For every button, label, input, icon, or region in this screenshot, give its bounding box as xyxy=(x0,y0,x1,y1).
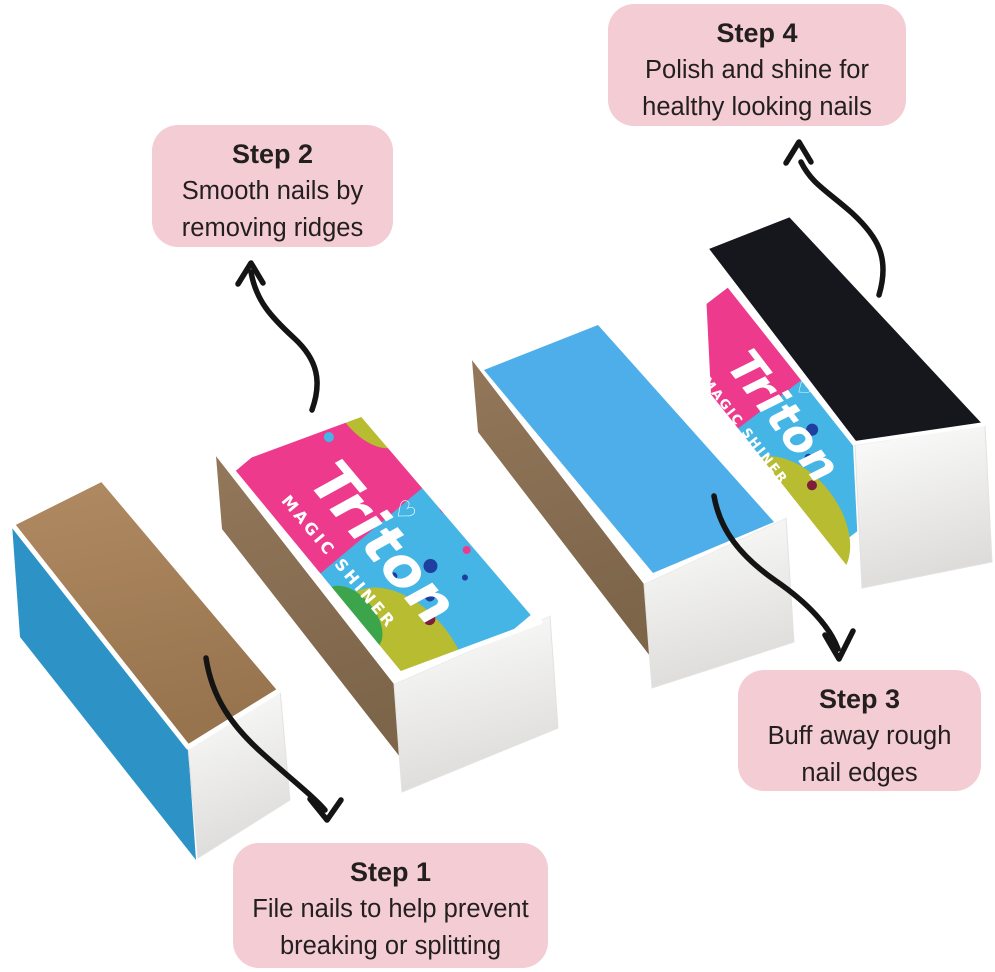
block4-black-top-face xyxy=(704,213,987,445)
step-4-line1: Polish and shine for xyxy=(645,56,869,84)
block2-label-rim xyxy=(224,411,543,677)
step-2-line2: removing ridges xyxy=(181,214,364,242)
block2-wood-side-face xyxy=(216,456,400,757)
step-2-title: Step 2 xyxy=(231,139,314,169)
step-1-callout: Step 1 File nails to help prevent breaki… xyxy=(233,843,548,968)
step1-arrow xyxy=(203,655,344,823)
step2-arrow xyxy=(235,260,320,413)
step1-arrowhead-icon xyxy=(307,796,344,823)
step-3-callout: Step 3 Buff away rough nail edges xyxy=(738,670,981,791)
step3-arrow xyxy=(711,493,856,662)
step-4-line2: healthy looking nails xyxy=(642,93,872,121)
block4-white-end-face xyxy=(854,424,993,589)
step-2-callout: Step 2 Smooth nails by removing ridges xyxy=(152,125,393,247)
step-4-title: Step 4 xyxy=(716,18,798,48)
step-2-line1: Smooth nails by xyxy=(181,177,364,205)
step-1-line1: File nails to help prevent xyxy=(252,895,529,923)
step2-arrowhead-icon xyxy=(235,260,266,287)
step4-arrow xyxy=(783,139,886,298)
buffer-block-step4: ♡ Triton MAGIC SHINER xyxy=(700,213,993,590)
step-3-line2: nail edges xyxy=(801,759,918,787)
step4-arrowhead-icon xyxy=(783,139,814,166)
step-1-line2: breaking or splitting xyxy=(279,932,502,960)
block3-white-end-face xyxy=(643,517,795,689)
block1-blue-side-face xyxy=(12,524,196,860)
block3-wood-side-face xyxy=(472,360,650,656)
step-3-line1: Buff away rough xyxy=(767,722,952,750)
block3-blue-top-face xyxy=(484,325,774,573)
buffer-block-step3 xyxy=(472,312,795,689)
step-4-callout: Step 4 Polish and shine for healthy look… xyxy=(608,4,906,126)
step-1-title: Step 1 xyxy=(349,857,432,887)
step-3-title: Step 3 xyxy=(818,684,901,714)
step3-arrowhead-icon xyxy=(822,628,856,662)
